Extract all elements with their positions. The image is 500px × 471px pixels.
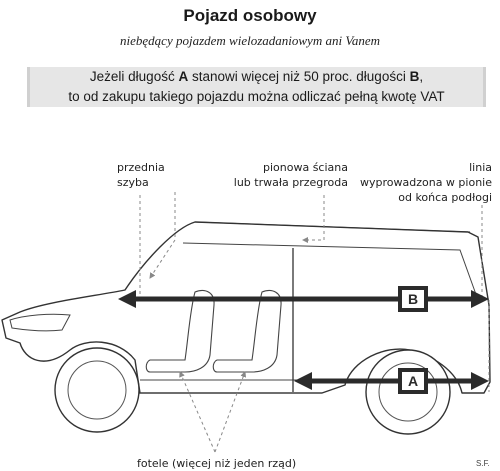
page-subtitle: niebędący pojazdem wielozadaniowym ani V… — [120, 33, 380, 48]
roof-line — [194, 221, 471, 233]
arrow-b-right-head — [471, 290, 489, 308]
banner-line-1-mid: stanowi więcej niż 50 proc. długości — [188, 69, 410, 84]
arrow-a-right-head — [471, 372, 489, 390]
partition-leader — [302, 195, 325, 243]
arrow-a-label: A — [408, 373, 418, 389]
arrow-b-label-inner — [402, 290, 424, 308]
windshield-leader — [149, 192, 176, 279]
page-title: Pojazd osobowy — [183, 6, 317, 25]
seat-leader-front — [179, 371, 216, 453]
credit: S.F. — [476, 459, 490, 468]
arrow-a-left-head — [294, 372, 312, 390]
label-floor-end-line: linia wyprowadzona w pionie od końca pod… — [330, 160, 492, 205]
label-windshield-line-2: szyba — [117, 176, 149, 189]
banner-line-1: Jeżeli długość A stanowi więcej niż 50 p… — [30, 67, 483, 87]
banner-line-2: to od zakupu takiego pojazdu można odlic… — [68, 89, 445, 104]
seat-leader-rear — [214, 371, 247, 453]
headlight — [9, 313, 71, 332]
label-windshield: przednia szyba — [117, 160, 165, 190]
arrow-a-label-inner — [402, 372, 424, 390]
label-windshield-line-1: przednia — [117, 161, 165, 174]
label-partition-line-1: pionowa ściana — [263, 161, 348, 174]
window-line — [182, 242, 479, 301]
label-floor-end-line-3: od końca podłogi — [398, 191, 492, 204]
vat-rule-banner: Jeżeli długość A stanowi więcej niż 50 p… — [27, 67, 486, 107]
label-floor-end-line-2: wyprowadzona w pionie — [360, 176, 492, 189]
label-partition-line-2: lub trwała przegroda — [233, 176, 348, 189]
label-seats: fotele (więcej niż jeden rząd) — [137, 457, 297, 470]
front-wheel-hub — [67, 360, 127, 420]
label-floor-end-line-1: linia — [469, 161, 492, 174]
banner-letter-a: A — [178, 69, 189, 84]
arrow-b-left-head — [118, 290, 136, 308]
arrow-b-label: B — [408, 291, 418, 307]
label-partition-wall: pionowa ściana lub trwała przegroda — [203, 160, 348, 190]
banner-line-1-pre: Jeżeli długość — [89, 69, 179, 84]
banner-line-1-post: , — [419, 69, 424, 84]
banner-letter-b: B — [409, 69, 420, 84]
